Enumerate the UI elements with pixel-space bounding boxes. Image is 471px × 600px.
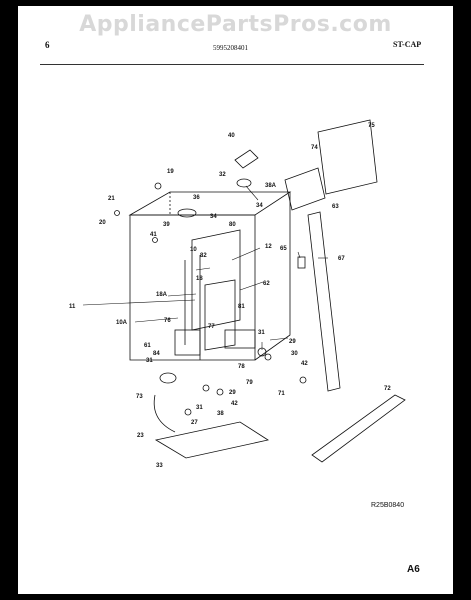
callout-32: 32 [219, 172, 226, 178]
cabinet-outline [128, 191, 292, 361]
callout-77: 77 [208, 324, 215, 330]
callout-20: 20 [99, 220, 106, 226]
part-number: 5995208401 [213, 44, 248, 52]
callout-61: 61 [144, 343, 151, 349]
callout-78: 78 [238, 364, 245, 370]
parts-page [18, 6, 453, 594]
callout-36: 36 [193, 195, 200, 201]
callout-11: 11 [69, 304, 76, 310]
sheet-id: A6 [407, 564, 420, 575]
callout-38: 38 [217, 411, 224, 417]
callout-31c: 31 [196, 405, 203, 411]
callout-81b: 31 [146, 358, 153, 364]
header-rule [40, 64, 424, 65]
callout-67: 67 [338, 256, 345, 262]
callout-74: 74 [311, 145, 318, 151]
callout-12: 12 [265, 244, 272, 250]
callout-39: 39 [163, 222, 170, 228]
callout-42b: 42 [231, 401, 238, 407]
callout-71: 71 [278, 391, 285, 397]
callout-76: 76 [164, 318, 171, 324]
page-number: 6 [45, 40, 50, 50]
callout-29b: 29 [229, 390, 236, 396]
callout-10a: 10A [116, 320, 128, 326]
callout-65: 65 [280, 246, 287, 252]
callout-34b: 34 [256, 203, 263, 209]
callout-29: 29 [289, 339, 296, 345]
model-code: ST-CAP [393, 40, 422, 49]
callout-19: 19 [167, 169, 174, 175]
callout-38a: 38A [265, 183, 277, 189]
callout-79: 79 [246, 380, 253, 386]
interior-panels [174, 229, 256, 360]
callout-82: 82 [200, 253, 207, 259]
callout-42a: 42 [301, 361, 308, 367]
callout-62: 62 [263, 281, 270, 287]
watermark: AppliancePartsPros.com [79, 12, 392, 37]
callout-81: 81 [238, 304, 245, 310]
callout-80: 80 [229, 222, 236, 228]
callout-75: 75 [368, 123, 375, 129]
callout-30: 30 [291, 351, 298, 357]
callout-63: 63 [332, 204, 339, 210]
callout-27: 27 [191, 420, 198, 426]
door-panels [284, 119, 378, 392]
callout-18a: 18A [156, 292, 168, 298]
callout-10: 10 [190, 247, 197, 253]
callout-34: 34 [210, 214, 217, 220]
drawing-code: R25B0840 [371, 502, 405, 509]
callout-73: 73 [136, 394, 143, 400]
callout-84: 84 [153, 351, 160, 357]
callout-23: 23 [137, 433, 144, 439]
callout-40: 40 [228, 133, 235, 139]
top-fittings [114, 149, 259, 243]
callout-33: 33 [156, 463, 163, 469]
callout-31: 31 [258, 330, 265, 336]
callout-21: 21 [108, 196, 115, 202]
callout-72: 72 [384, 386, 391, 392]
bottom-parts [153, 347, 406, 463]
callout-41: 41 [150, 232, 157, 238]
callout-18: 18 [196, 276, 203, 282]
leader-lines [82, 185, 328, 350]
